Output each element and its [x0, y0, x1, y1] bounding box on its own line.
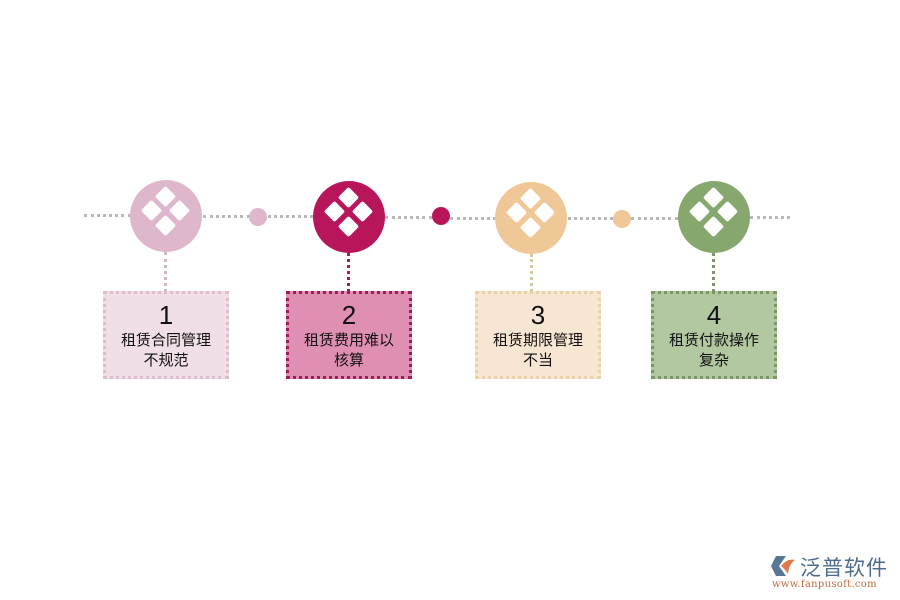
diamond-icon — [716, 200, 739, 223]
diamond-icon — [505, 201, 528, 224]
diamond-icon — [140, 199, 163, 222]
timeline-line — [631, 217, 678, 220]
step-number: 2 — [341, 300, 357, 330]
diamond-icon — [351, 200, 374, 223]
step-number: 1 — [158, 300, 174, 330]
timeline-line — [450, 217, 496, 220]
diamond-icon — [168, 199, 191, 222]
step-1-card: 1 租赁合同管理 不规范 — [103, 291, 229, 379]
step-label-line1: 租赁合同管理 — [120, 331, 211, 349]
diamond-icon — [519, 187, 542, 210]
diamond-icon — [519, 216, 542, 239]
step-1-connector — [164, 252, 167, 292]
timeline-line — [385, 216, 432, 219]
step-3-node — [495, 182, 567, 254]
step-label-line1: 租赁付款操作 — [668, 331, 759, 349]
timeline-line — [750, 216, 790, 219]
step-1-node — [130, 180, 202, 252]
step-4-node — [678, 181, 750, 253]
step-number: 4 — [706, 300, 722, 330]
diamond-icon — [337, 215, 360, 238]
step-3-connector — [530, 254, 533, 292]
watermark-url: www.fanpusoft.com — [772, 579, 877, 590]
timeline-line — [203, 215, 250, 218]
diamond-icon — [702, 186, 725, 209]
diamond-icon — [337, 186, 360, 209]
diamond-icon — [323, 200, 346, 223]
timeline-line — [268, 215, 313, 218]
step-3-card: 3 租赁期限管理 不当 — [475, 291, 601, 379]
diamond-icon — [688, 200, 711, 223]
step-4-connector — [712, 253, 715, 292]
watermark-logo: 泛普软件 www.fanpusoft.com — [770, 552, 895, 592]
step-label-line1: 租赁期限管理 — [492, 331, 583, 349]
step-4-card: 4 租赁付款操作 复杂 — [651, 291, 777, 379]
step-2-card: 2 租赁费用难以 核算 — [286, 291, 412, 379]
timeline-line — [568, 217, 613, 220]
watermark-brand: 泛普软件 — [800, 556, 888, 580]
timeline-dot — [432, 207, 450, 225]
timeline-dot — [613, 210, 631, 228]
step-number: 3 — [530, 300, 546, 330]
timeline-dot — [249, 208, 267, 226]
diamond-icon — [154, 214, 177, 237]
step-2-connector — [347, 253, 350, 292]
step-label-line2: 复杂 — [698, 351, 729, 369]
diamond-icon — [533, 201, 556, 224]
step-2-node — [313, 181, 385, 253]
step-label-line2: 核算 — [333, 351, 364, 369]
step-label-line1: 租赁费用难以 — [303, 331, 394, 349]
timeline-line — [84, 214, 131, 217]
fanpu-logo-icon — [771, 556, 795, 576]
diamond-icon — [154, 185, 177, 208]
diamond-icon — [702, 215, 725, 238]
step-label-line2: 不当 — [522, 351, 553, 369]
step-label-line2: 不规范 — [143, 351, 189, 369]
